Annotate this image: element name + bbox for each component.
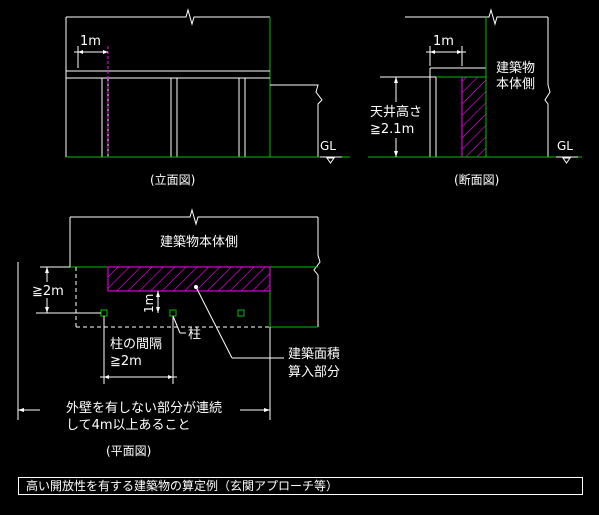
elevation-dim-1m-label: 1m — [80, 34, 101, 49]
elevation-caption: (立面図) — [150, 172, 195, 187]
plan-pillar-leader — [172, 315, 181, 334]
plan-area-label-1: 建築面積 — [288, 347, 340, 362]
plan-column-2 — [169, 309, 177, 317]
plan-spacing-label-2: ≧2m — [110, 354, 142, 369]
elevation-dim-arrow-right — [103, 50, 108, 54]
section-dim-arrow-left — [430, 50, 435, 54]
plan-building-side-label: 建築物本体側 — [160, 235, 238, 250]
plan-1m-arrow-top — [156, 291, 160, 297]
plan-2m-label: ≧2m — [32, 284, 64, 299]
section-ceiling-arrow-bottom — [394, 151, 398, 157]
plan-4m-arrow-right — [264, 408, 270, 412]
plan-2m-arrow-bottom — [45, 307, 49, 313]
plan-4m-arrow-left — [18, 408, 24, 412]
plan-spacing-label-1: 柱の間隔 — [110, 337, 162, 352]
plan-area-label-2: 算入部分 — [288, 365, 340, 380]
plan-column-1 — [100, 309, 108, 317]
footer-title: 高い開放性を有する建築物の算定例（玄関アプローチ等） — [26, 479, 339, 493]
plan-spacing-arrow-left — [104, 375, 109, 379]
plan-spacing-arrow-right — [168, 375, 173, 379]
section-ceiling-arrow-top — [394, 77, 398, 83]
section-caption: (断面図) — [454, 172, 499, 187]
section-ceiling-label-2: ≧2.1m — [370, 122, 414, 137]
elevation-right-break — [270, 84, 323, 157]
section-view: 1m 天井高さ ≧2.1m 建築物 本体側 GL (断面図) — [368, 8, 582, 187]
plan-caption: (平面図) — [106, 444, 151, 458]
footer-title-box — [18, 477, 583, 495]
section-column — [429, 76, 437, 158]
section-dim-arrow-right — [457, 50, 462, 54]
section-ceiling-label-bg — [368, 102, 426, 138]
section-gl-label: GL — [557, 139, 573, 153]
plan-1m-arrow-bottom — [156, 307, 160, 313]
section-dim-1m-label: 1m — [433, 34, 454, 49]
elevation-gl-triangle-icon — [326, 157, 335, 164]
section-gl-triangle-icon — [562, 157, 571, 164]
elevation-top-break-line — [66, 8, 270, 26]
plan-2m-label-bg — [30, 282, 70, 298]
section-right-break — [544, 84, 551, 157]
plan-hatched-area — [107, 266, 271, 292]
elevation-column-1 — [101, 77, 109, 158]
elevation-view: 1m GL (立面図) — [65, 8, 350, 187]
plan-column-3 — [237, 309, 245, 317]
elevation-dim-arrow-left — [78, 50, 83, 54]
plan-1m-label: 1m — [142, 294, 156, 313]
plan-pillar-label: 柱 — [188, 327, 201, 342]
plan-2m-arrow-top — [45, 267, 49, 273]
plan-view: 建築物本体側 ≧2m 1m 柱 柱の間隔 ≧2m 建築面積 算入部分 — [17, 208, 340, 458]
elevation-column-3 — [238, 77, 246, 158]
elevation-gl-label: GL — [320, 139, 336, 153]
plan-4m-label-bg — [40, 396, 240, 432]
section-building-label-1: 建築物 — [496, 61, 535, 76]
plan-area-leader — [195, 286, 233, 359]
section-ceiling-label-1: 天井高さ — [370, 104, 422, 120]
section-top-break-line — [405, 8, 548, 26]
plan-wall-label-2: して4m以上あること — [66, 418, 191, 433]
section-building-label-2: 本体側 — [496, 77, 535, 92]
plan-right-break — [313, 217, 321, 327]
section-hatched-area — [461, 76, 487, 158]
plan-top-break-line — [70, 208, 318, 226]
plan-wall-label-1: 外壁を有しない部分が連続 — [66, 401, 222, 416]
elevation-column-2 — [170, 77, 178, 158]
